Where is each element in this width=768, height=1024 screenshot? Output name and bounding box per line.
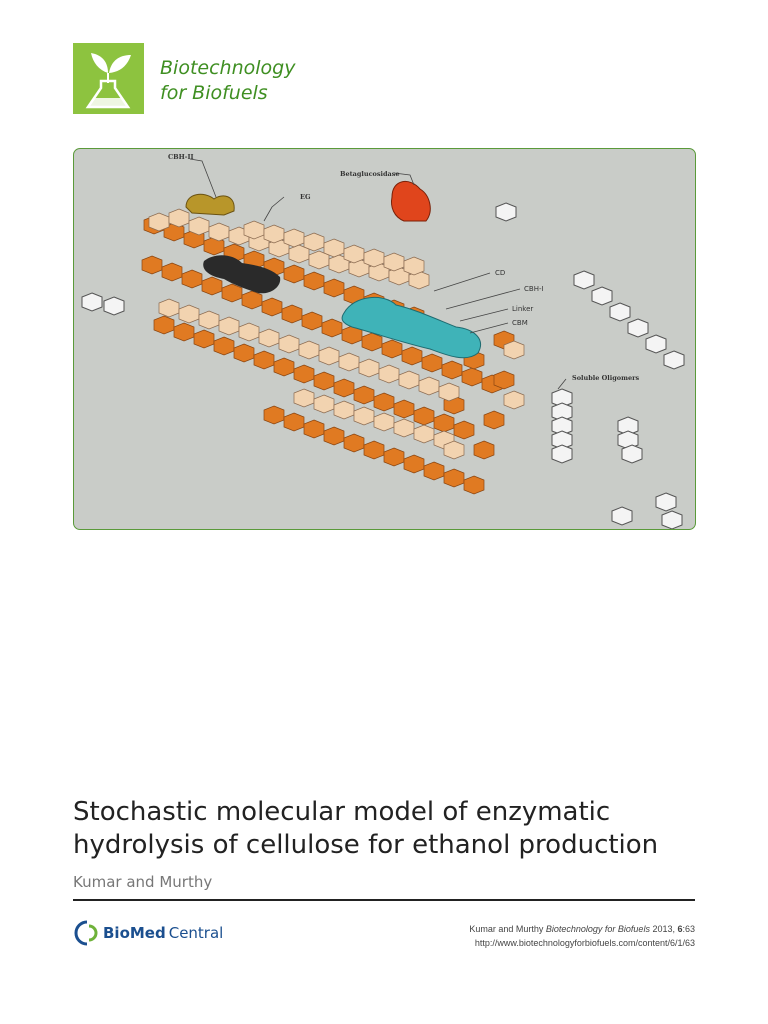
citation-block: Kumar and Murthy Biotechnology for Biofu…: [469, 922, 695, 950]
flask-with-leaves-icon: [85, 53, 131, 109]
article-authors: Kumar and Murthy: [73, 873, 213, 891]
label-betaglucosidase: Betaglucosidase: [340, 170, 400, 178]
divider-rule: [73, 899, 695, 901]
soluble-oligomers-stack-2: [617, 416, 643, 464]
citation-authors: Kumar and Murthy: [469, 924, 546, 934]
citation-journal: Biotechnology for Biofuels: [545, 924, 650, 934]
label-eg: EG: [300, 193, 311, 201]
citation-volume: 6: [677, 924, 683, 934]
glucose-monomer-top: [495, 202, 517, 222]
journal-name: Biotechnology for Biofuels: [160, 56, 295, 106]
journal-name-line2: for Biofuels: [160, 82, 268, 104]
cbh2-enzyme: [185, 193, 235, 216]
publisher-name-bold: BioMed: [103, 924, 166, 942]
citation-url[interactable]: http://www.biotechnologyforbiofuels.com/…: [474, 938, 695, 948]
citation-article: :63: [682, 924, 695, 934]
label-cd: CD: [495, 269, 505, 277]
label-leader-lines: [189, 158, 567, 390]
label-soluble-oligomers: Soluble Oligomers: [572, 374, 640, 382]
publisher-name-rest: Central: [168, 924, 224, 942]
label-cbh1: CBH-I: [524, 285, 544, 293]
label-cbm: CBM: [512, 319, 528, 327]
citation-year: 2013,: [649, 924, 678, 934]
glucose-dimer-left: [81, 292, 125, 316]
soluble-oligomers-stack-1: [551, 388, 573, 464]
journal-logo: [73, 43, 144, 114]
biomed-central-icon: [74, 920, 98, 946]
cover-figure: CBH-II EG Betaglucosidase CD CBH-I Linke…: [73, 148, 696, 530]
cellulose-hydrolysis-illustration: CBH-II EG Betaglucosidase CD CBH-I Linke…: [81, 153, 685, 529]
eg-enzyme: [203, 255, 281, 294]
cbh1-enzyme: [341, 296, 481, 359]
label-linker: Linker: [512, 305, 533, 313]
glucose-chain-right: [573, 270, 685, 370]
glucose-corner-bottom: [611, 492, 683, 529]
article-title: Stochastic molecular model of enzymatic …: [73, 797, 659, 860]
betaglucosidase-enzyme: [391, 181, 431, 222]
label-cbh2: CBH-II: [168, 153, 194, 161]
journal-name-line1: Biotechnology: [160, 57, 296, 79]
publisher-logo: BioMed Central: [73, 918, 223, 948]
citation-line: Kumar and Murthy Biotechnology for Biofu…: [469, 922, 695, 936]
